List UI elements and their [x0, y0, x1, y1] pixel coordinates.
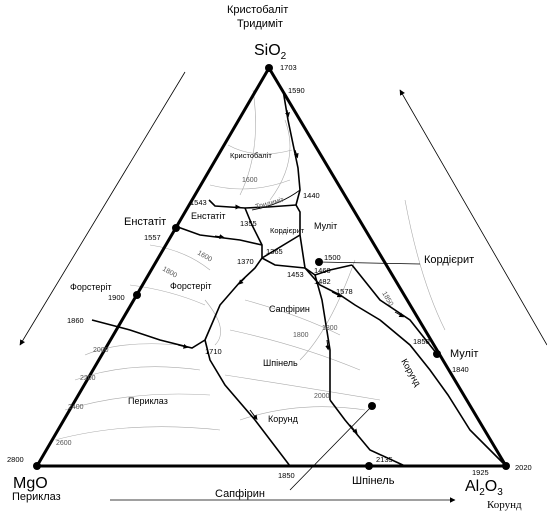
sio2-label: SiO2: [254, 42, 287, 62]
enstatite-field-label: Енстатіт: [191, 211, 226, 221]
mullite-field-label: Муліт: [314, 221, 337, 231]
temp-1365: 1365: [266, 247, 283, 256]
temp-2020: 2020: [515, 463, 532, 472]
compound-points: [33, 64, 510, 470]
temp-1500: 1500: [324, 253, 341, 262]
temp-1440: 1440: [303, 191, 320, 200]
enstatite-point: [172, 224, 180, 232]
temp-1557: 1557: [144, 233, 161, 242]
isotherm-1800c: 1800: [322, 325, 338, 332]
phase-boundaries: [91, 89, 506, 467]
direction-arrows: [19, 71, 547, 503]
spinel-bottom-label: Шпінель: [352, 475, 395, 487]
isotherm-1800a: 1800: [161, 266, 178, 280]
tridymite-field-label: Тридиміт: [254, 195, 285, 211]
periclase-field-label: Периклаз: [128, 396, 168, 406]
temp-1710: 1710: [205, 347, 222, 356]
temp-1460: 1460: [314, 266, 331, 275]
tridymite-top-label: Тридиміт: [237, 18, 283, 30]
leader-lines: [289, 261, 421, 491]
isotherm-1850: 1850: [380, 291, 394, 308]
temp-1453: 1453: [287, 270, 304, 279]
temp-1543: 1543: [190, 198, 207, 207]
temp-1370: 1370: [237, 257, 254, 266]
cordierite-field-label: Кордієрит: [270, 226, 305, 235]
temp-1860: 1860: [67, 316, 84, 325]
mullite-label: Муліт: [450, 348, 478, 360]
isotherm-2400: 2400: [68, 404, 84, 411]
triangle-edges: [35, 67, 508, 468]
temp-1850-right: 1850: [413, 337, 430, 346]
isotherm-2600: 2600: [56, 440, 72, 447]
temp-1578: 1578: [336, 287, 353, 296]
sapphirine-bottom-label: Сапфірин: [215, 488, 265, 500]
isotherm-1800b: 1800: [293, 332, 309, 339]
sio2-point: [265, 64, 273, 72]
spinel-point: [365, 462, 373, 470]
corundum-field-label: Корунд: [268, 414, 299, 424]
cristobalite-top-label: Кристобаліт: [227, 4, 288, 16]
temp-1355: 1355: [240, 219, 257, 228]
corundum-edge-label: Корунд: [399, 357, 423, 389]
forsterite-field-label: Форстеріт: [170, 281, 212, 291]
forsterite-point: [133, 291, 141, 299]
al2o3-label: Al2O3: [465, 478, 503, 498]
mgo-label: MgO: [13, 475, 48, 492]
mullite-point: [433, 350, 441, 358]
cordierite-label: Кордієрит: [424, 254, 474, 266]
isotherm-1600a: 1600: [242, 177, 258, 184]
temp-1900: 1900: [108, 293, 125, 302]
corundum-corner-label: Корунд: [487, 499, 522, 511]
cristobalite-field-label: Кристобаліт: [230, 151, 272, 160]
temp-1703: 1703: [280, 63, 297, 72]
mgo-point: [33, 462, 41, 470]
sapphirine-field-label: Сапфірин: [269, 304, 310, 314]
temp-1840: 1840: [452, 365, 469, 374]
temp-2800: 2800: [7, 455, 24, 464]
temp-1590: 1590: [288, 86, 305, 95]
isotherm-2000a: 2000: [314, 393, 330, 400]
temp-1925: 1925: [472, 468, 489, 477]
enstatite-label: Енстатіт: [124, 216, 166, 228]
boundary-arrows: [177, 109, 405, 434]
periclase-corner-label: Периклаз: [12, 491, 61, 503]
spinel-field-label: Шпінель: [263, 358, 298, 368]
temp-1850-bottom: 1850: [278, 471, 295, 480]
isotherm-2000b: 2000: [93, 347, 109, 354]
isotherm-2200: 2200: [80, 375, 96, 382]
isotherm-1600b: 1600: [196, 250, 213, 264]
temp-1482: 1482: [314, 277, 331, 286]
temp-2135: 2135: [376, 455, 393, 464]
al2o3-point: [502, 462, 510, 470]
forsterite-label: Форстеріт: [70, 282, 112, 292]
